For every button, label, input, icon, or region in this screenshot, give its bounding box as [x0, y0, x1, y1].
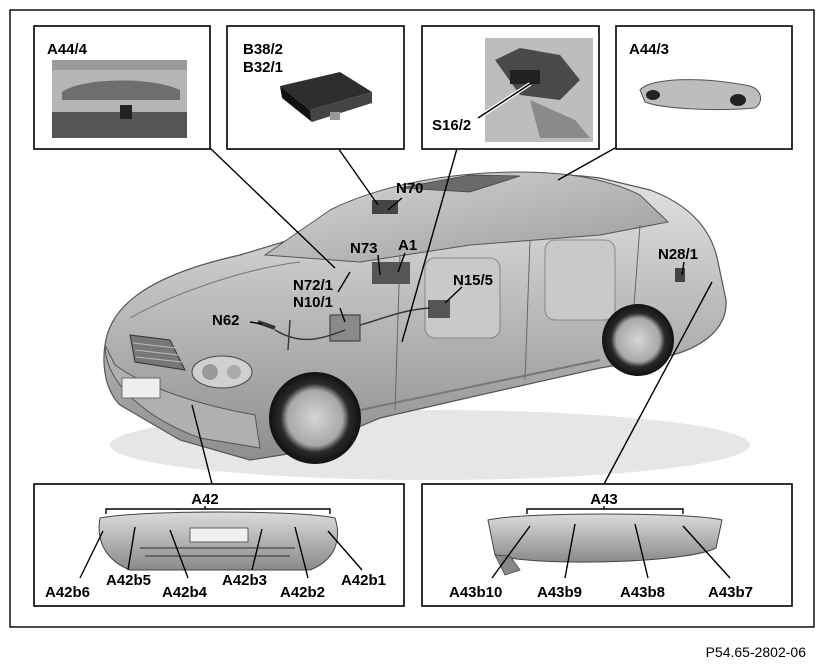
component-n15-5 — [428, 300, 450, 318]
component-n70 — [372, 200, 398, 214]
panel-a44-3-title: A44/3 — [629, 41, 669, 58]
outer-frame — [9, 9, 815, 628]
car-illustration — [103, 171, 750, 480]
roof-light-photo — [639, 79, 762, 111]
panel-a43-title: A43 — [590, 491, 618, 508]
wiring-harness — [274, 307, 431, 351]
car-headlight — [191, 355, 253, 389]
panel-a44-4: A44/4 — [33, 25, 211, 150]
car-greenhouse — [263, 171, 670, 263]
panel-s16-2: S16/2 — [421, 25, 600, 150]
sensor-a42b1: A42b1 — [341, 572, 386, 589]
label-n10-1: N10/1 — [293, 294, 333, 311]
label-n70: N70 — [396, 180, 424, 197]
sensor-a42b2: A42b2 — [280, 584, 325, 601]
panel-a44-4-title: A44/4 — [47, 41, 88, 58]
car-sunroof — [399, 174, 521, 193]
panel-b38-2-title: B38/2 — [243, 41, 283, 58]
component-a1 — [372, 262, 410, 284]
sensor-a43b9: A43b9 — [537, 584, 582, 601]
sensor-a43b7: A43b7 — [708, 584, 753, 601]
panel-a43: A43 A43b10 A43b9 A43b8 A43b7 — [421, 483, 793, 607]
label-a1: A1 — [398, 237, 417, 254]
sensor-a42b6: A42b6 — [45, 584, 90, 601]
sensor-a43b10: A43b10 — [449, 584, 502, 601]
label-n62: N62 — [212, 312, 240, 329]
car-component-labels: N70 N73 A1 N72/1 N10/1 N62 N15/5 N28/1 — [212, 180, 698, 329]
sensor-a42b4: A42b4 — [162, 584, 208, 601]
car-front-wheel — [269, 372, 361, 464]
car-rear-wheel — [602, 304, 674, 376]
label-n15-5: N15/5 — [453, 272, 493, 289]
label-n72-1: N72/1 — [293, 277, 333, 294]
panel-s16-2-title: S16/2 — [432, 117, 471, 134]
sensor-a43b8: A43b8 — [620, 584, 665, 601]
component-n72-n10 — [329, 314, 361, 342]
figure-reference: P54.65-2802-06 — [706, 644, 807, 660]
leader-lines — [191, 144, 713, 485]
sensor-a42b3: A42b3 — [222, 572, 267, 589]
panel-b32-1-title: B32/1 — [243, 59, 283, 76]
component-n62 — [257, 320, 276, 330]
sensor-module-photo — [280, 72, 372, 110]
sensor-a42b5: A42b5 — [106, 572, 151, 589]
component-n28-1 — [675, 268, 685, 282]
panel-b38-b32: B38/2 B32/1 — [226, 25, 405, 150]
panel-a44-3: A44/3 — [615, 25, 793, 150]
rear-bumper-part — [487, 513, 723, 563]
label-n28-1: N28/1 — [658, 246, 698, 263]
panel-a42: A42 A42b6 A42b5 A42b4 A42b3 A42b2 A42b1 — [33, 483, 405, 607]
label-n73: N73 — [350, 240, 378, 257]
panel-a42-title: A42 — [191, 491, 219, 508]
